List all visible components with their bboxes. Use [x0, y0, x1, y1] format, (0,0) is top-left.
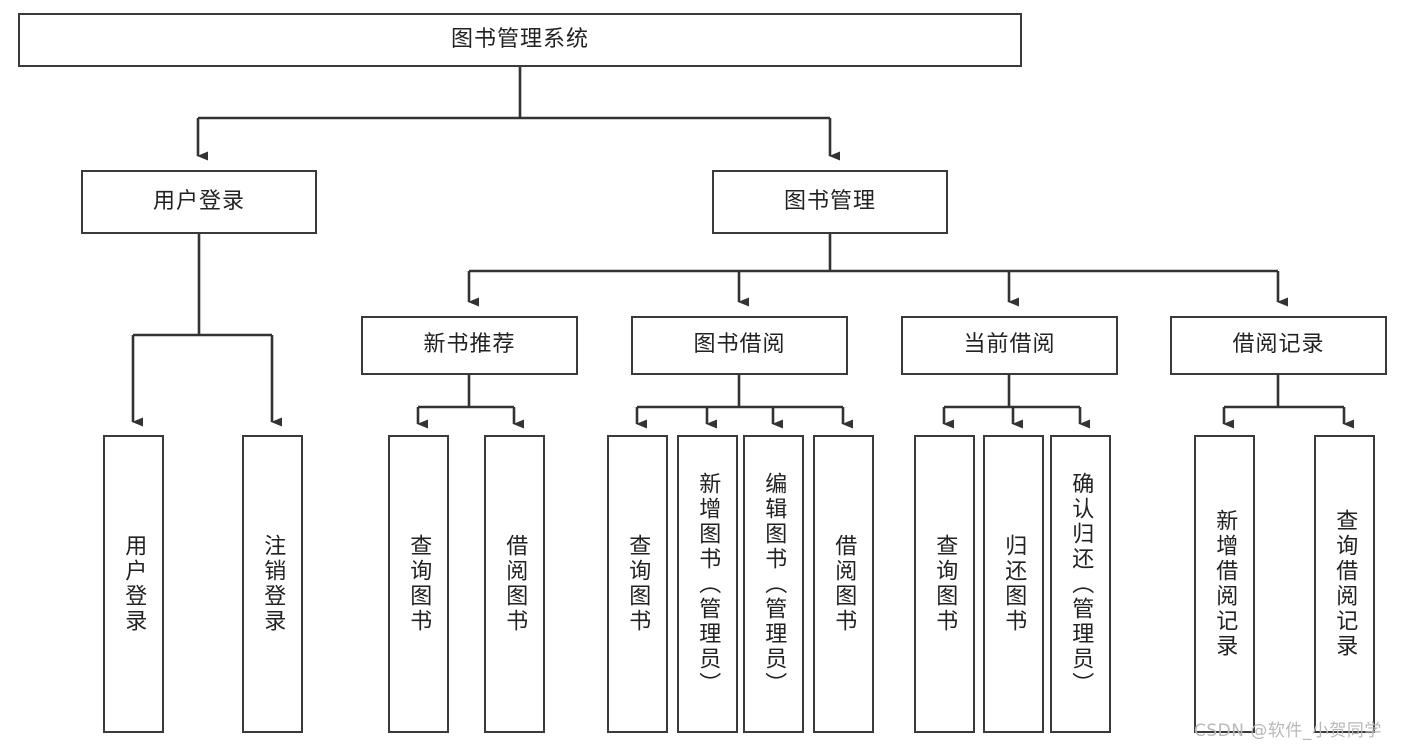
leaf-newbook-query-book[interactable]: 查询图书 [388, 435, 449, 733]
leaf-borrowrecord-query-record[interactable]: 查询借阅记录 [1314, 435, 1375, 733]
leaf-currentborrow-query-book[interactable]: 查询图书 [914, 435, 975, 733]
leaf-logout[interactable]: 注销登录 [242, 435, 303, 733]
leaf-user-login-label: 用户登录 [121, 534, 147, 634]
leaf-bookborrow-edit-book[interactable]: 编辑图书（管理员） [743, 435, 804, 733]
leaf-newbook-borrow-book-label: 借阅图书 [502, 534, 528, 634]
node-book-borrow-label: 图书借阅 [693, 332, 786, 358]
leaf-bookborrow-add-book[interactable]: 新增图书（管理员） [677, 435, 738, 733]
node-borrow-record-label: 借阅记录 [1232, 332, 1325, 358]
leaf-borrowrecord-query-record-label: 查询借阅记录 [1332, 509, 1358, 659]
leaf-currentborrow-return-book[interactable]: 归还图书 [983, 435, 1044, 733]
node-borrow-record[interactable]: 借阅记录 [1170, 316, 1387, 375]
node-root[interactable]: 图书管理系统 [18, 13, 1022, 67]
watermark-text: CSDN @软件_小贺同学 [1194, 721, 1382, 741]
leaf-bookborrow-add-book-label: 新增图书（管理员） [695, 471, 721, 697]
leaf-newbook-query-book-label: 查询图书 [406, 534, 432, 634]
node-new-book-label: 新书推荐 [423, 332, 516, 358]
node-root-label: 图书管理系统 [450, 26, 589, 52]
leaf-currentborrow-return-book-label: 归还图书 [1001, 534, 1027, 634]
leaf-currentborrow-confirm-return-label: 确认归还（管理员） [1068, 471, 1094, 697]
leaf-bookborrow-edit-book-label: 编辑图书（管理员） [761, 471, 787, 697]
node-book-manage[interactable]: 图书管理 [712, 170, 948, 234]
leaf-logout-label: 注销登录 [260, 534, 286, 634]
node-book-manage-label: 图书管理 [783, 188, 876, 214]
leaf-currentborrow-confirm-return[interactable]: 确认归还（管理员） [1050, 435, 1111, 733]
leaf-bookborrow-borrow-book[interactable]: 借阅图书 [813, 435, 874, 733]
leaf-borrowrecord-add-record[interactable]: 新增借阅记录 [1194, 435, 1255, 733]
node-user-login-label: 用户登录 [152, 188, 245, 214]
leaf-bookborrow-borrow-book-label: 借阅图书 [831, 534, 857, 634]
node-book-borrow[interactable]: 图书借阅 [631, 316, 848, 375]
leaf-borrowrecord-add-record-label: 新增借阅记录 [1212, 509, 1238, 659]
node-current-borrow[interactable]: 当前借阅 [901, 316, 1118, 375]
leaf-currentborrow-query-book-label: 查询图书 [932, 534, 958, 634]
leaf-user-login[interactable]: 用户登录 [103, 435, 164, 733]
node-current-borrow-label: 当前借阅 [963, 332, 1056, 358]
leaf-bookborrow-query-book[interactable]: 查询图书 [607, 435, 668, 733]
node-new-book[interactable]: 新书推荐 [361, 316, 578, 375]
node-user-login[interactable]: 用户登录 [81, 170, 317, 234]
leaf-newbook-borrow-book[interactable]: 借阅图书 [484, 435, 545, 733]
leaf-bookborrow-query-book-label: 查询图书 [625, 534, 651, 634]
